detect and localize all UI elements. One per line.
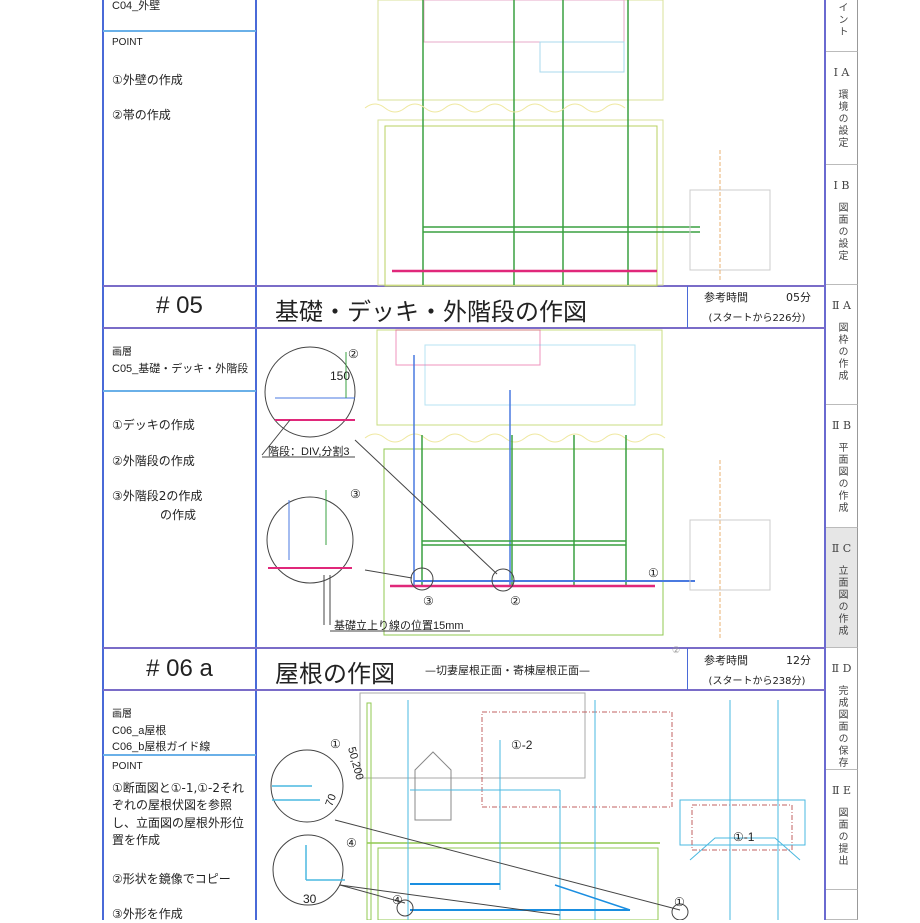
dimension-label: 50,200 <box>345 746 365 782</box>
time-note: (スタートから226分) <box>708 313 806 324</box>
drawing-label: ① <box>330 737 341 751</box>
dimension-label: 30 <box>303 892 317 906</box>
drawing-label: ③ <box>350 487 361 501</box>
divider <box>103 30 256 32</box>
point-item: ②帯の作成 <box>112 108 171 122</box>
layer-value: C05_基礎・デッキ・外階段 <box>112 363 249 375</box>
dimension-label: 150 <box>330 369 350 383</box>
time-label: 参考時間 <box>704 291 748 304</box>
time-label: 参考時間 <box>704 654 748 667</box>
section-number: # 05 <box>156 292 203 319</box>
divider <box>103 754 256 756</box>
layer-value: C04_外壁 <box>112 0 161 12</box>
divider <box>687 648 688 690</box>
layer-value: C06_a屋根 <box>112 725 167 737</box>
point-item: ③外形を作成 <box>112 907 183 921</box>
dimension-label: 70 <box>324 792 339 808</box>
drawing-label: ④ <box>392 893 403 907</box>
layer-label: 画層 <box>112 709 132 720</box>
time-note: (スタートから238分) <box>708 676 806 687</box>
divider <box>103 390 256 392</box>
point-label: POINT <box>112 761 143 772</box>
tab-blank <box>826 890 858 920</box>
section-title: 屋根の作図 <box>275 660 395 688</box>
section-title: 基礎・デッキ・外階段の作図 <box>275 298 587 326</box>
point-item: ③外階段2の作成 <box>112 489 203 503</box>
section-subtitle: —切妻屋根正面・寄棟屋根正面— <box>425 664 590 677</box>
drawing-04 <box>364 0 771 287</box>
drawing-label: ② <box>348 347 359 361</box>
frame-left-line <box>102 0 104 920</box>
section-number: # 06 a <box>146 655 213 682</box>
drawing-label: ① <box>674 895 685 909</box>
layer-label: 画層 <box>112 347 132 358</box>
annotation-label: 基礎立上り線の位置15mm <box>334 618 464 632</box>
frame-right-line <box>824 0 826 920</box>
time-value: 12分 <box>786 654 811 667</box>
annotation-label: 階段：DIV,分割3 <box>268 444 350 458</box>
point-item: ①外壁の作成 <box>112 73 183 87</box>
frame-column-line <box>255 0 257 920</box>
divider <box>103 327 825 329</box>
drawing-05: ② 150 階段：DIV,分割3 ③ 基礎立上り線の位置15mm ③ ② ① <box>261 329 771 640</box>
point-item: ②外階段の作成 <box>112 454 195 468</box>
divider <box>103 647 825 649</box>
drawing-label: ③ <box>423 594 434 608</box>
time-value: 05分 <box>786 291 811 304</box>
point-item: の作成 <box>160 508 197 522</box>
point-label: POINT <box>112 37 143 48</box>
point-item: ②形状を鏡像でコピー <box>112 872 231 886</box>
divider <box>103 689 825 691</box>
layer-value: C06_b屋根ガイド線 <box>112 741 211 753</box>
drawing-label: ①-1 <box>733 830 755 844</box>
point-item: ①デッキの作成 <box>112 418 195 432</box>
drawing-label: ② <box>510 594 521 608</box>
point-item: ①断面図と①-1,①-2それぞれの屋根伏図を参照し、立面図の屋根外形位置を作成 <box>112 781 245 848</box>
tab-point[interactable]: イント <box>826 0 858 52</box>
drawing-label: ① <box>648 566 659 580</box>
drawing-label: ④ <box>346 836 357 850</box>
divider <box>687 286 688 328</box>
drawing-label: ①-2 <box>511 738 533 752</box>
divider <box>103 285 825 287</box>
